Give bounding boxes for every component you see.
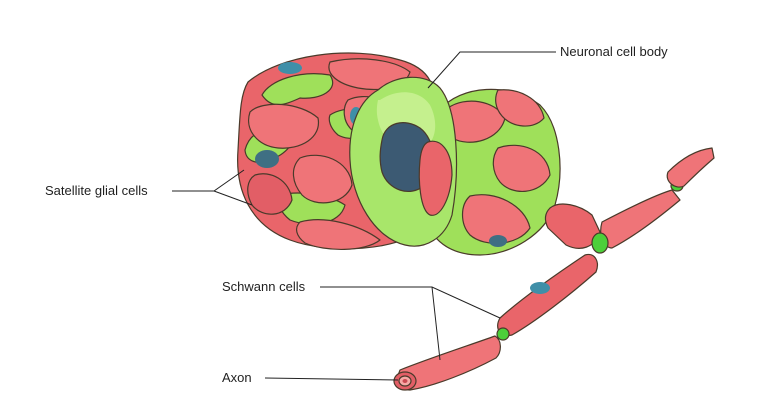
satellite-nucleus bbox=[489, 235, 507, 247]
satellite-nucleus bbox=[255, 150, 279, 168]
leader-schwann-cells bbox=[320, 287, 500, 318]
label-axon: Axon bbox=[222, 370, 252, 386]
leader-satellite-glial-cells bbox=[172, 170, 244, 191]
schwann-cell bbox=[498, 254, 598, 335]
leader-neuronal-cell-body bbox=[428, 52, 556, 88]
label-schwann-cells: Schwann cells bbox=[222, 279, 305, 295]
node-of-ranvier bbox=[497, 328, 509, 340]
leader-axon bbox=[265, 378, 398, 380]
schwann-cell bbox=[667, 148, 714, 187]
ganglion-cluster bbox=[238, 53, 560, 255]
label-neuronal-cell-body: Neuronal cell body bbox=[560, 44, 668, 60]
schwann-nucleus bbox=[530, 282, 550, 294]
label-satellite-glial-cells: Satellite glial cells bbox=[45, 183, 148, 199]
node-of-ranvier bbox=[592, 233, 608, 253]
satellite-nucleus bbox=[278, 62, 302, 74]
leader-schwann-cells-2 bbox=[432, 287, 440, 360]
axon-core bbox=[403, 379, 408, 383]
schwann-cell bbox=[601, 190, 680, 248]
